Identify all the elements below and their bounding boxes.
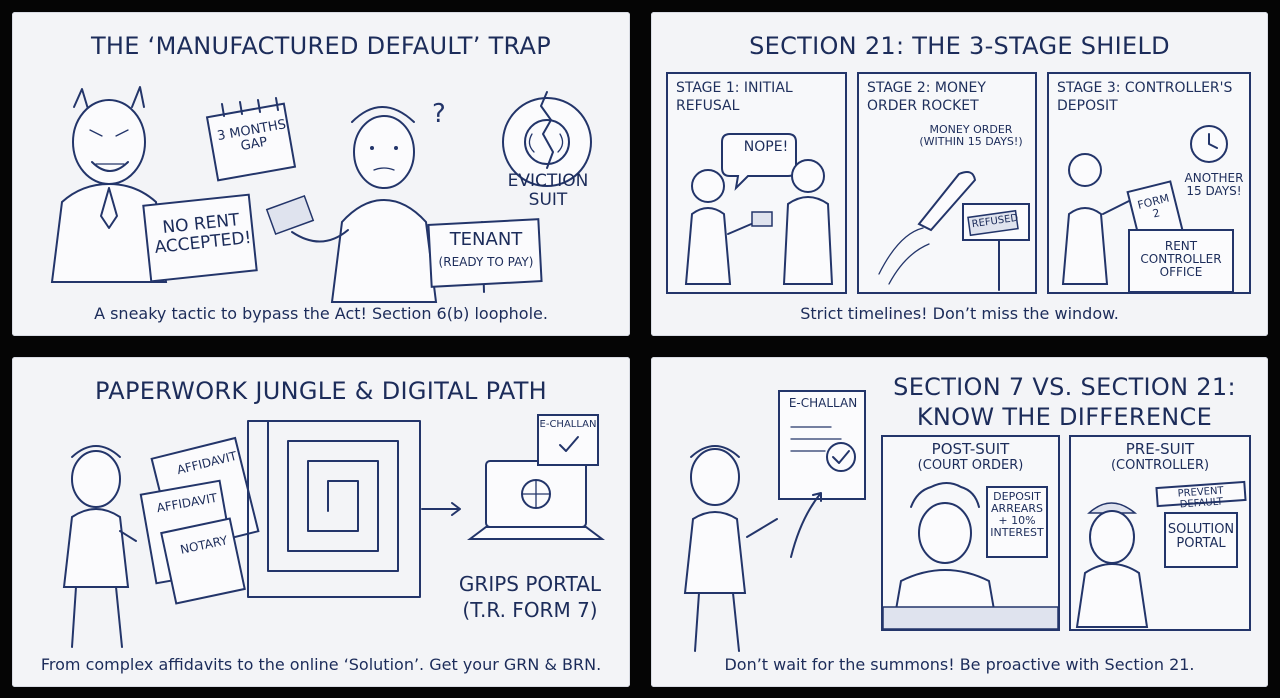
panel-caption: A sneaky tactic to bypass the Act! Secti… [94, 304, 548, 323]
solution-portal-sign: SOLUTION PORTAL [1167, 522, 1235, 552]
landlord-illustration [50, 86, 258, 283]
calendar-icon [205, 97, 297, 182]
stage-3-panel: STAGE 3: CONTROLLER'S DEPOSIT ANOTHER 15… [1047, 72, 1251, 294]
pre-suit-sub: (CONTROLLER) [1110, 458, 1210, 473]
post-suit-sub: (COURT ORDER) [917, 458, 1024, 473]
panel-section-comparison: SECTION 7 VS. SECTION 21: KNOW THE DIFFE… [651, 357, 1268, 687]
comparison-illustration [683, 390, 866, 652]
panel-paperwork-jungle: PAPERWORK JUNGLE & DIGITAL PATH AFFIDAVI… [12, 357, 630, 687]
stage-3-illustration [1061, 125, 1234, 292]
deposit-arrears-sign: DEPOSIT ARREARS + 10% INTEREST [990, 490, 1044, 540]
stage-1-illustration [684, 133, 834, 285]
tenant-sign [427, 218, 543, 293]
stage-1-title: STAGE 1: INITIAL REFUSAL [676, 80, 793, 114]
panel-caption: Strict timelines! Don’t miss the window. [800, 304, 1119, 323]
panel-caption: From complex affidavits to the online ‘S… [40, 655, 602, 674]
echallan-doc-label: E-CHALLAN [788, 396, 858, 410]
nope-bubble: NOPE! [743, 139, 789, 155]
panel-three-stage-shield: SECTION 21: THE 3-STAGE SHIELD STAGE 1: … [651, 12, 1268, 336]
another-15-days-note: ANOTHER 15 DAYS! [1184, 171, 1244, 199]
pre-suit-panel: PRE-SUIT (CONTROLLER) PREVENT DEFAULT SO… [1069, 435, 1251, 631]
panel-title-line-2: KNOW THE DIFFERENCE [916, 403, 1213, 431]
stage-1-panel: STAGE 1: INITIAL REFUSAL NOPE! [666, 72, 847, 294]
money-order-note: MONEY ORDER (WITHIN 15 DAYS!) [919, 123, 1023, 149]
stage-3-title: STAGE 3: CONTROLLER'S DEPOSIT [1057, 80, 1233, 114]
rocket-illustration [878, 171, 1030, 291]
post-suit-panel: POST-SUIT (COURT ORDER) DEPOSIT ARREARS … [881, 435, 1060, 631]
judge-illustration [883, 482, 1058, 629]
gear-icon [502, 91, 592, 187]
paperwork-illustration [62, 414, 605, 648]
tenant-sign-title: TENANT [449, 229, 523, 250]
panel-title-line-1: SECTION 7 VS. SECTION 21: [893, 373, 1236, 401]
echallan-label: E-CHALLAN [539, 419, 597, 430]
controller-illustration [1075, 480, 1247, 628]
stage-2-panel: STAGE 2: MONEY ORDER ROCKET MONEY ORDER … [857, 72, 1037, 294]
eviction-suit-label: EVICTION SUIT [507, 171, 589, 210]
tenant-illustration: ? [265, 99, 446, 303]
post-suit-title: POST-SUIT [931, 440, 1010, 458]
tenant-sign-sub: (READY TO PAY) [438, 255, 534, 269]
rent-controller-office-label: RENT CONTROLLER OFFICE [1140, 239, 1222, 280]
stage-2-title: STAGE 2: MONEY ORDER ROCKET [867, 80, 986, 114]
panel-title: PAPERWORK JUNGLE & DIGITAL PATH [94, 377, 547, 405]
grips-portal-label: GRIPS PORTAL [458, 572, 602, 596]
panel-caption: Don’t wait for the summons! Be proactive… [724, 655, 1195, 674]
svg-text:?: ? [432, 99, 446, 129]
grips-portal-sub: (T.R. FORM 7) [462, 598, 598, 622]
panel-manufactured-default: THE ‘MANUFACTURED DEFAULT’ TRAP NO RENT … [12, 12, 630, 336]
pre-suit-title: PRE-SUIT [1125, 440, 1195, 458]
panel-title: SECTION 21: THE 3-STAGE SHIELD [749, 32, 1170, 60]
panel-title: THE ‘MANUFACTURED DEFAULT’ TRAP [90, 32, 552, 60]
